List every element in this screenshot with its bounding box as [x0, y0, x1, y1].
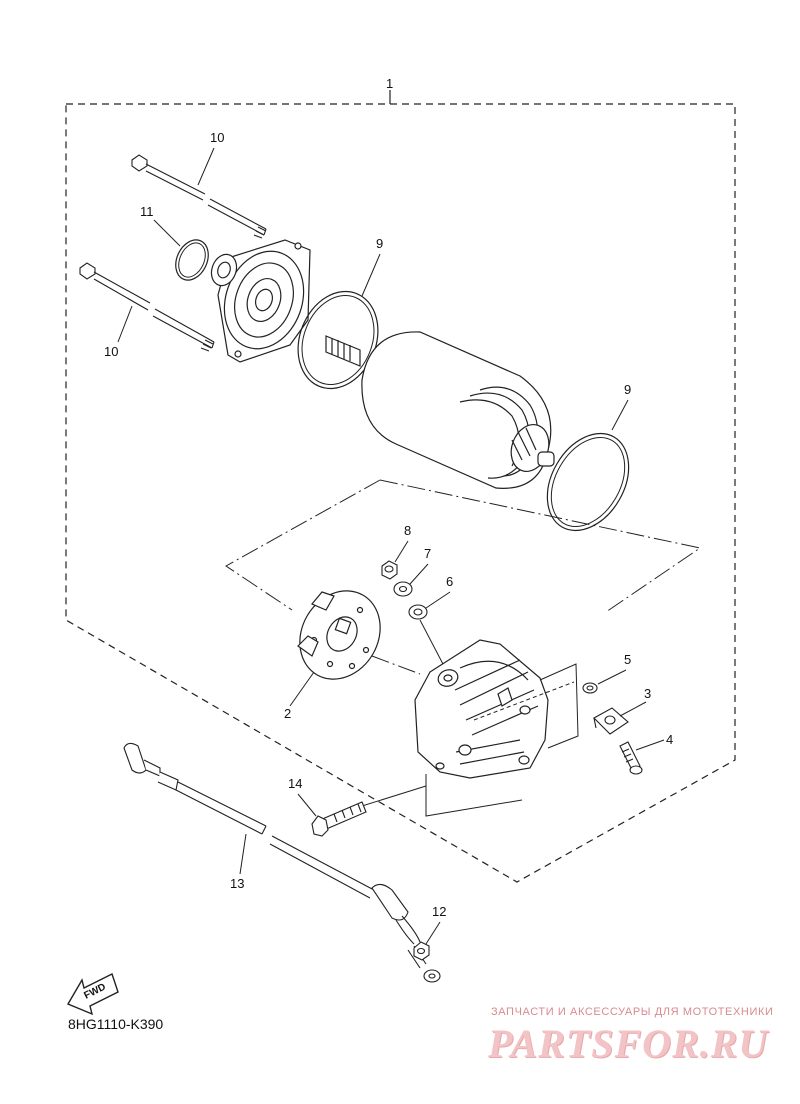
callout-11: 11 [140, 204, 154, 219]
leader-10-lower [117, 305, 133, 343]
starter-cable [123, 742, 441, 983]
o-ring-small [175, 239, 209, 281]
callout-4: 4 [666, 732, 673, 747]
watermark-brand: PARTSFOR.RU [488, 1021, 769, 1066]
nut-8 [381, 560, 398, 580]
brush-holder-plate [297, 590, 381, 680]
bolt-14 [311, 801, 367, 837]
watermark-tagline: ЗАПЧАСТИ И АКСЕССУАРЫ ДЛЯ МОТОТЕХНИКИ [491, 1006, 774, 1018]
callout-5: 5 [624, 652, 631, 667]
callout-2: 2 [284, 706, 291, 721]
long-bolt-lower [79, 262, 215, 352]
leader-2 [289, 671, 315, 707]
washer-6 [408, 604, 428, 620]
long-bolt-upper [131, 154, 267, 239]
motor-body [325, 331, 555, 489]
assembly-boundary [65, 90, 736, 883]
forward-arrow-icon: FWD [66, 973, 119, 1016]
callout-14: 14 [288, 776, 302, 791]
callout-10-lower: 10 [104, 344, 118, 359]
callout-9-upper: 9 [376, 236, 383, 251]
callout-3: 3 [644, 686, 651, 701]
callout-9-lower: 9 [624, 382, 631, 397]
callout-13: 13 [230, 876, 244, 891]
callout-12: 12 [432, 904, 446, 919]
callout-10-upper: 10 [210, 130, 224, 145]
nut-12 [413, 941, 430, 961]
leader-10-upper [197, 147, 215, 186]
leader-9-lower [611, 399, 629, 431]
plate-nut-3 [593, 707, 629, 735]
callout-7: 7 [424, 546, 431, 561]
alignment-lines [225, 479, 702, 675]
o-ring-lower [546, 432, 630, 532]
front-cover [210, 239, 311, 363]
screw-4 [619, 741, 643, 775]
leader-9-upper [361, 253, 381, 297]
leader-11 [153, 219, 181, 247]
diagram-part-code: 8HG1110-K390 [68, 1016, 164, 1032]
callout-1: 1 [386, 76, 393, 91]
washer-7 [393, 581, 413, 597]
callout-8: 8 [404, 523, 411, 538]
callout-6: 6 [446, 574, 453, 589]
washer-5 [582, 682, 598, 694]
rear-cover [414, 639, 549, 779]
